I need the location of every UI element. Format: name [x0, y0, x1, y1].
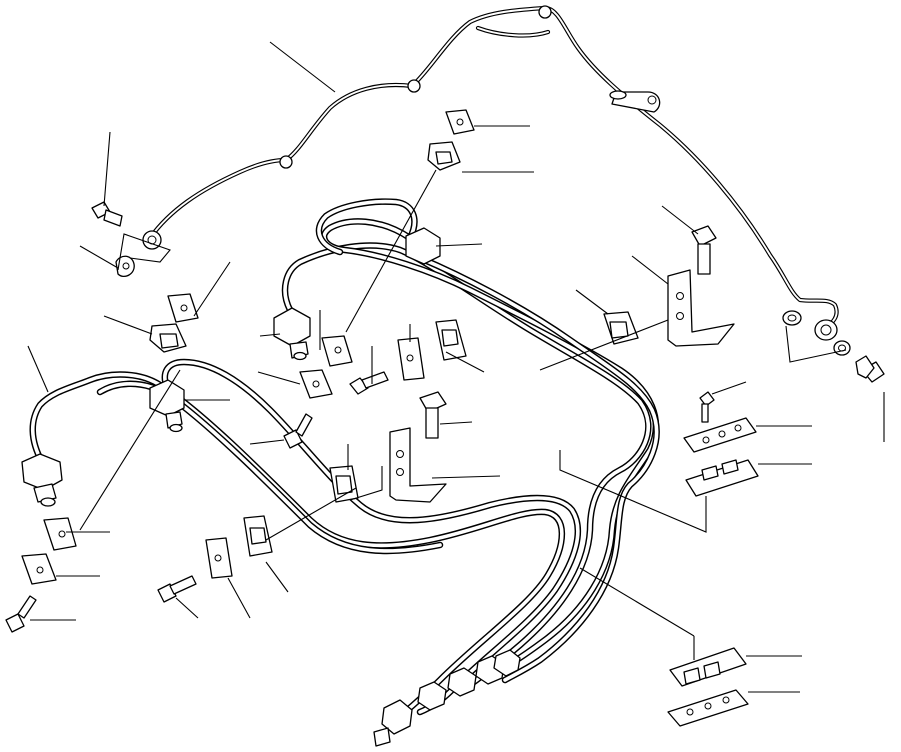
l-bracket-right [667, 225, 735, 347]
injector-nut-rear [405, 227, 441, 265]
spill-return-pipe [147, 5, 839, 329]
injector-nut-front [21, 453, 63, 507]
injection-pipe-bundle [29, 198, 660, 722]
clamp-plates-bottom-right [667, 647, 749, 727]
l-bracket-center [389, 391, 447, 503]
injector-nut-middle [273, 307, 311, 361]
clamp-left-upper [149, 293, 199, 353]
pump-end-nuts [373, 649, 521, 747]
injector-nut-second [149, 379, 185, 433]
clamp-lower-left [21, 517, 77, 585]
clamp-upper-top [427, 109, 475, 171]
clamp-middle-group [299, 311, 639, 399]
bolt-set-small [5, 371, 389, 633]
leader-lines [27, 41, 885, 693]
spill-pipe-right-fitting [782, 310, 885, 383]
clamp-plates-right [683, 391, 759, 497]
clamp-lower-middle [205, 465, 359, 579]
spill-pipe-left-fitting [91, 201, 162, 278]
